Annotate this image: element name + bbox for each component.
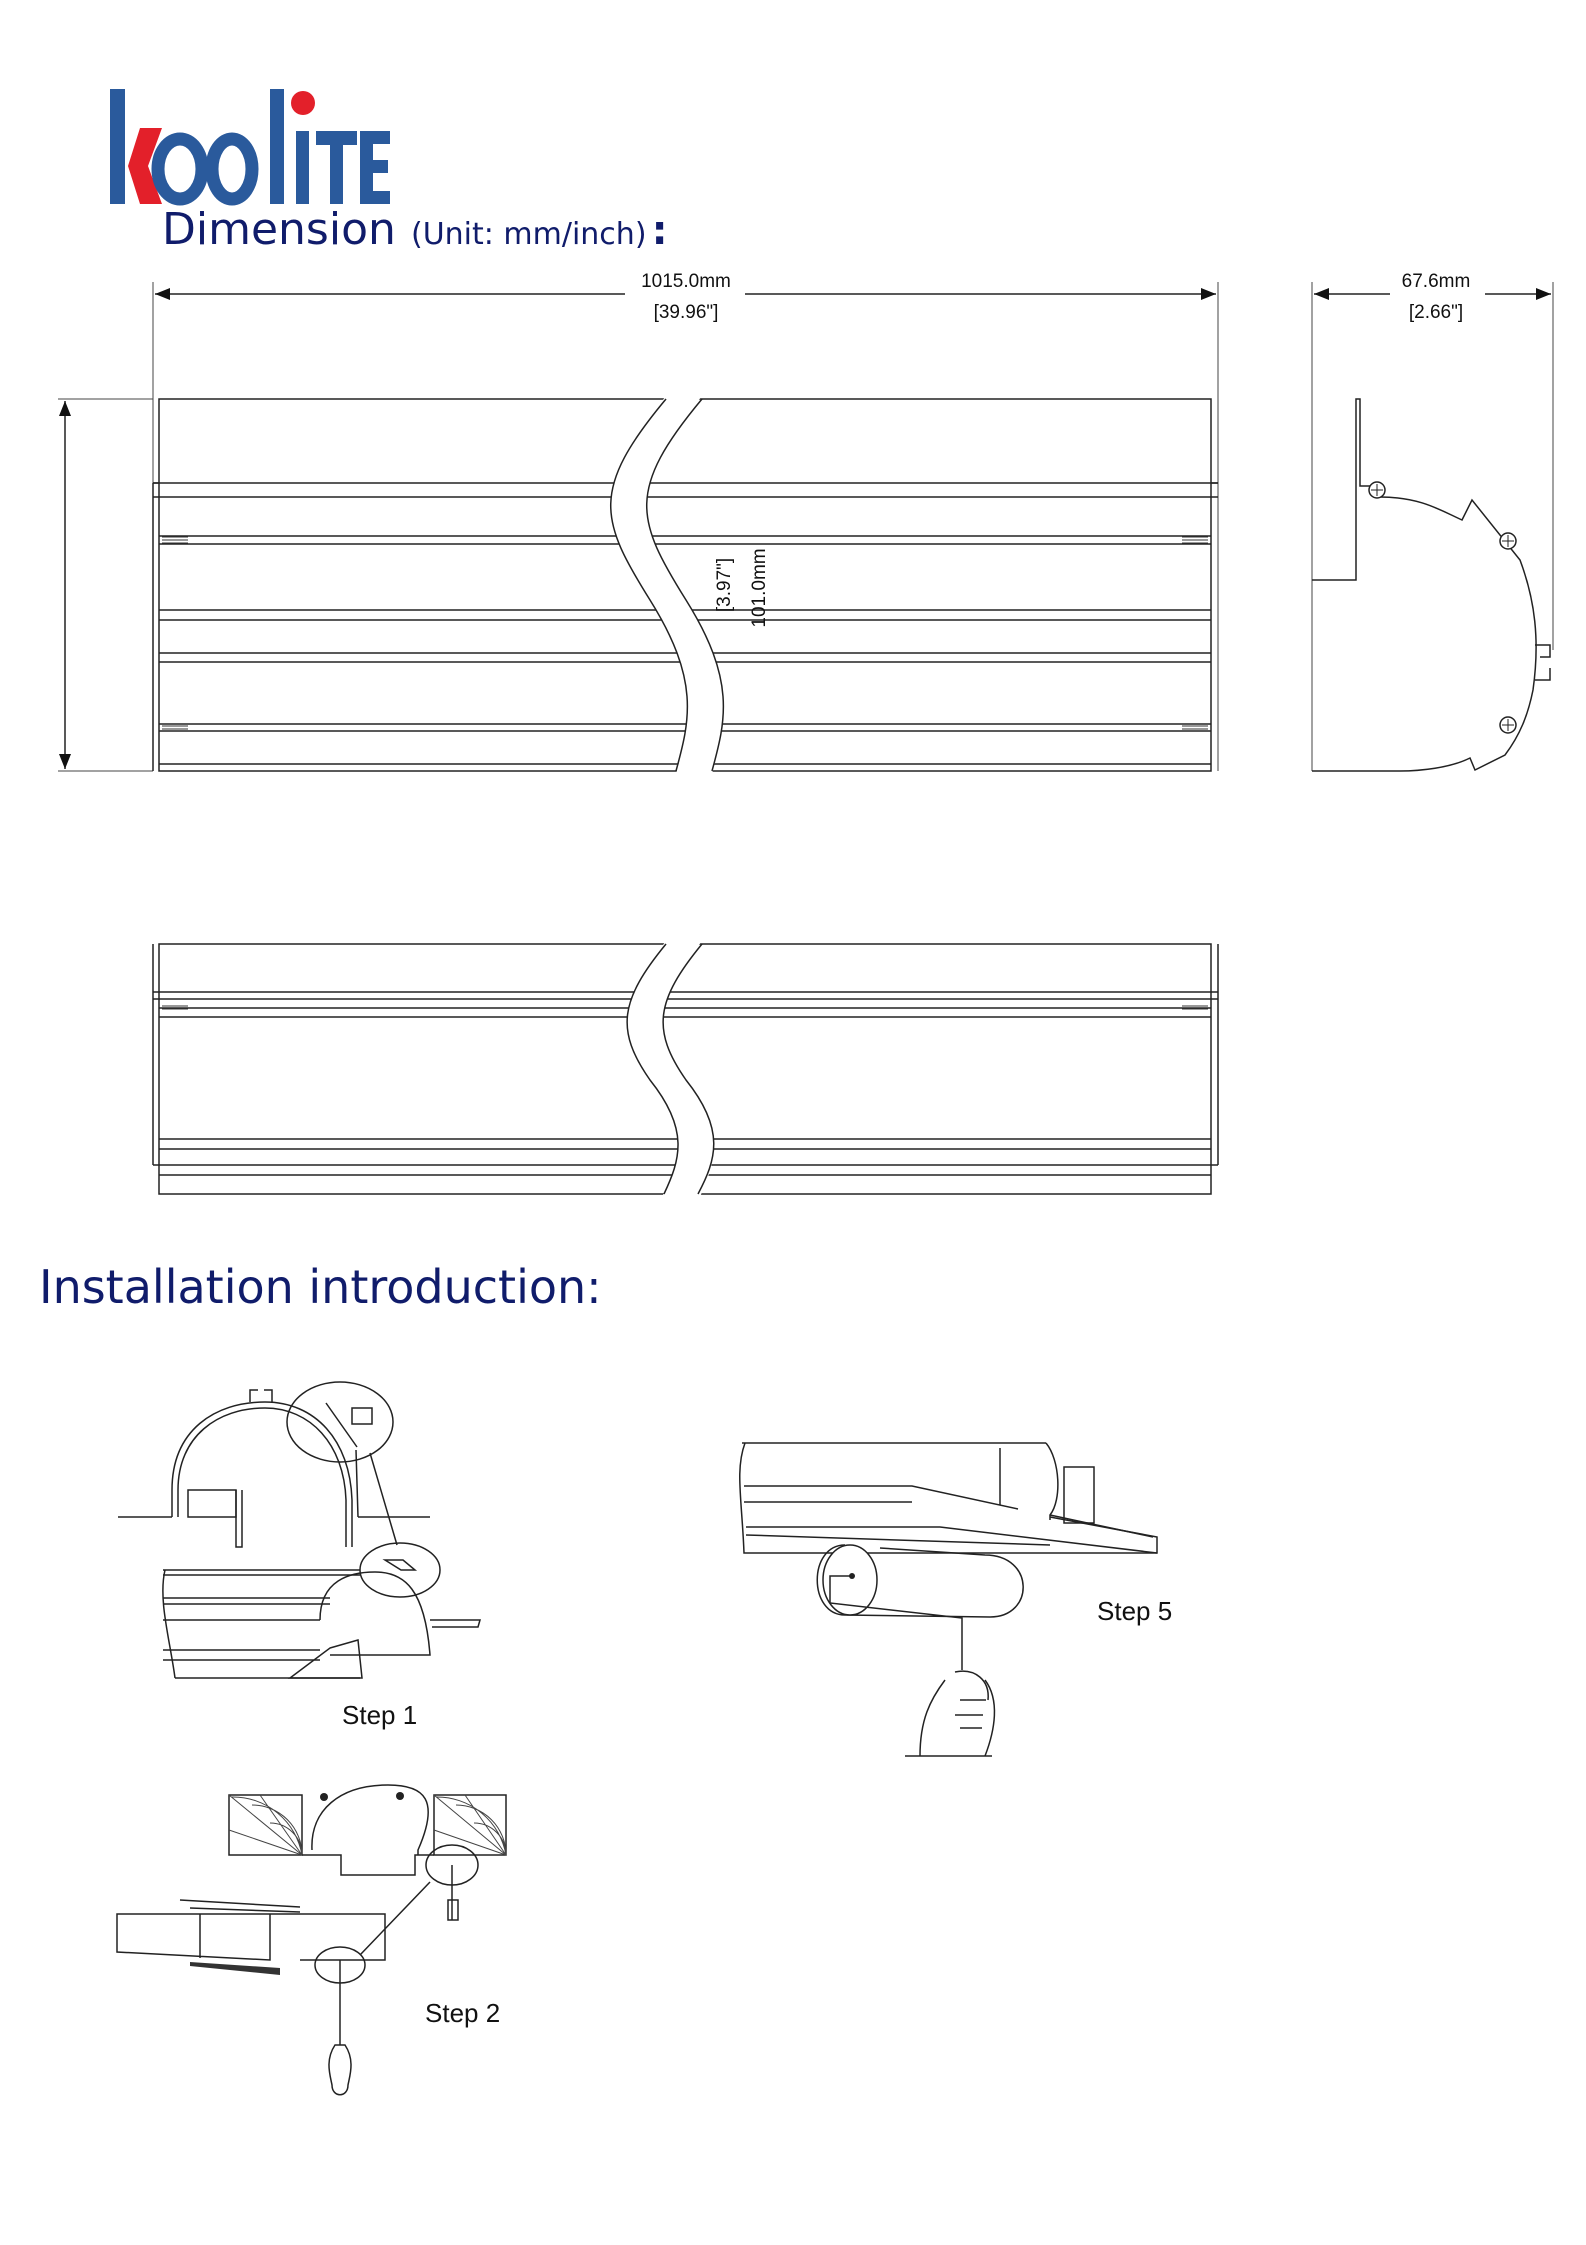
installation-heading: Installation introduction: (39, 1260, 602, 1314)
length-mm-label: 1015.0mm (641, 271, 731, 292)
step-2-illustration (116, 1784, 507, 2096)
back-view-drawing (152, 941, 1219, 1197)
step-5-illustration (739, 1442, 1158, 1757)
front-view-drawing: 1015.0mm [39.96"] [3.97"] 101.0mm (58, 270, 1219, 774)
length-inch-label: [39.96"] (654, 302, 719, 323)
koolite-logo (110, 89, 390, 206)
side-view-drawing: 67.6mm [2.66"] (1311, 270, 1554, 772)
step-2-label: Step 2 (425, 1998, 500, 2028)
dimension-heading: Dimension (Unit: mm/inch) : (162, 204, 668, 255)
height-mm-label: 101.0mm (749, 548, 770, 627)
step-1-illustration (118, 1381, 481, 1679)
step-1-label: Step 1 (342, 1700, 417, 1730)
step-5-label: Step 5 (1097, 1596, 1172, 1626)
height-inch-label: [3.97"] (714, 558, 735, 612)
depth-inch-label: [2.66"] (1409, 302, 1463, 323)
depth-mm-label: 67.6mm (1402, 271, 1471, 292)
